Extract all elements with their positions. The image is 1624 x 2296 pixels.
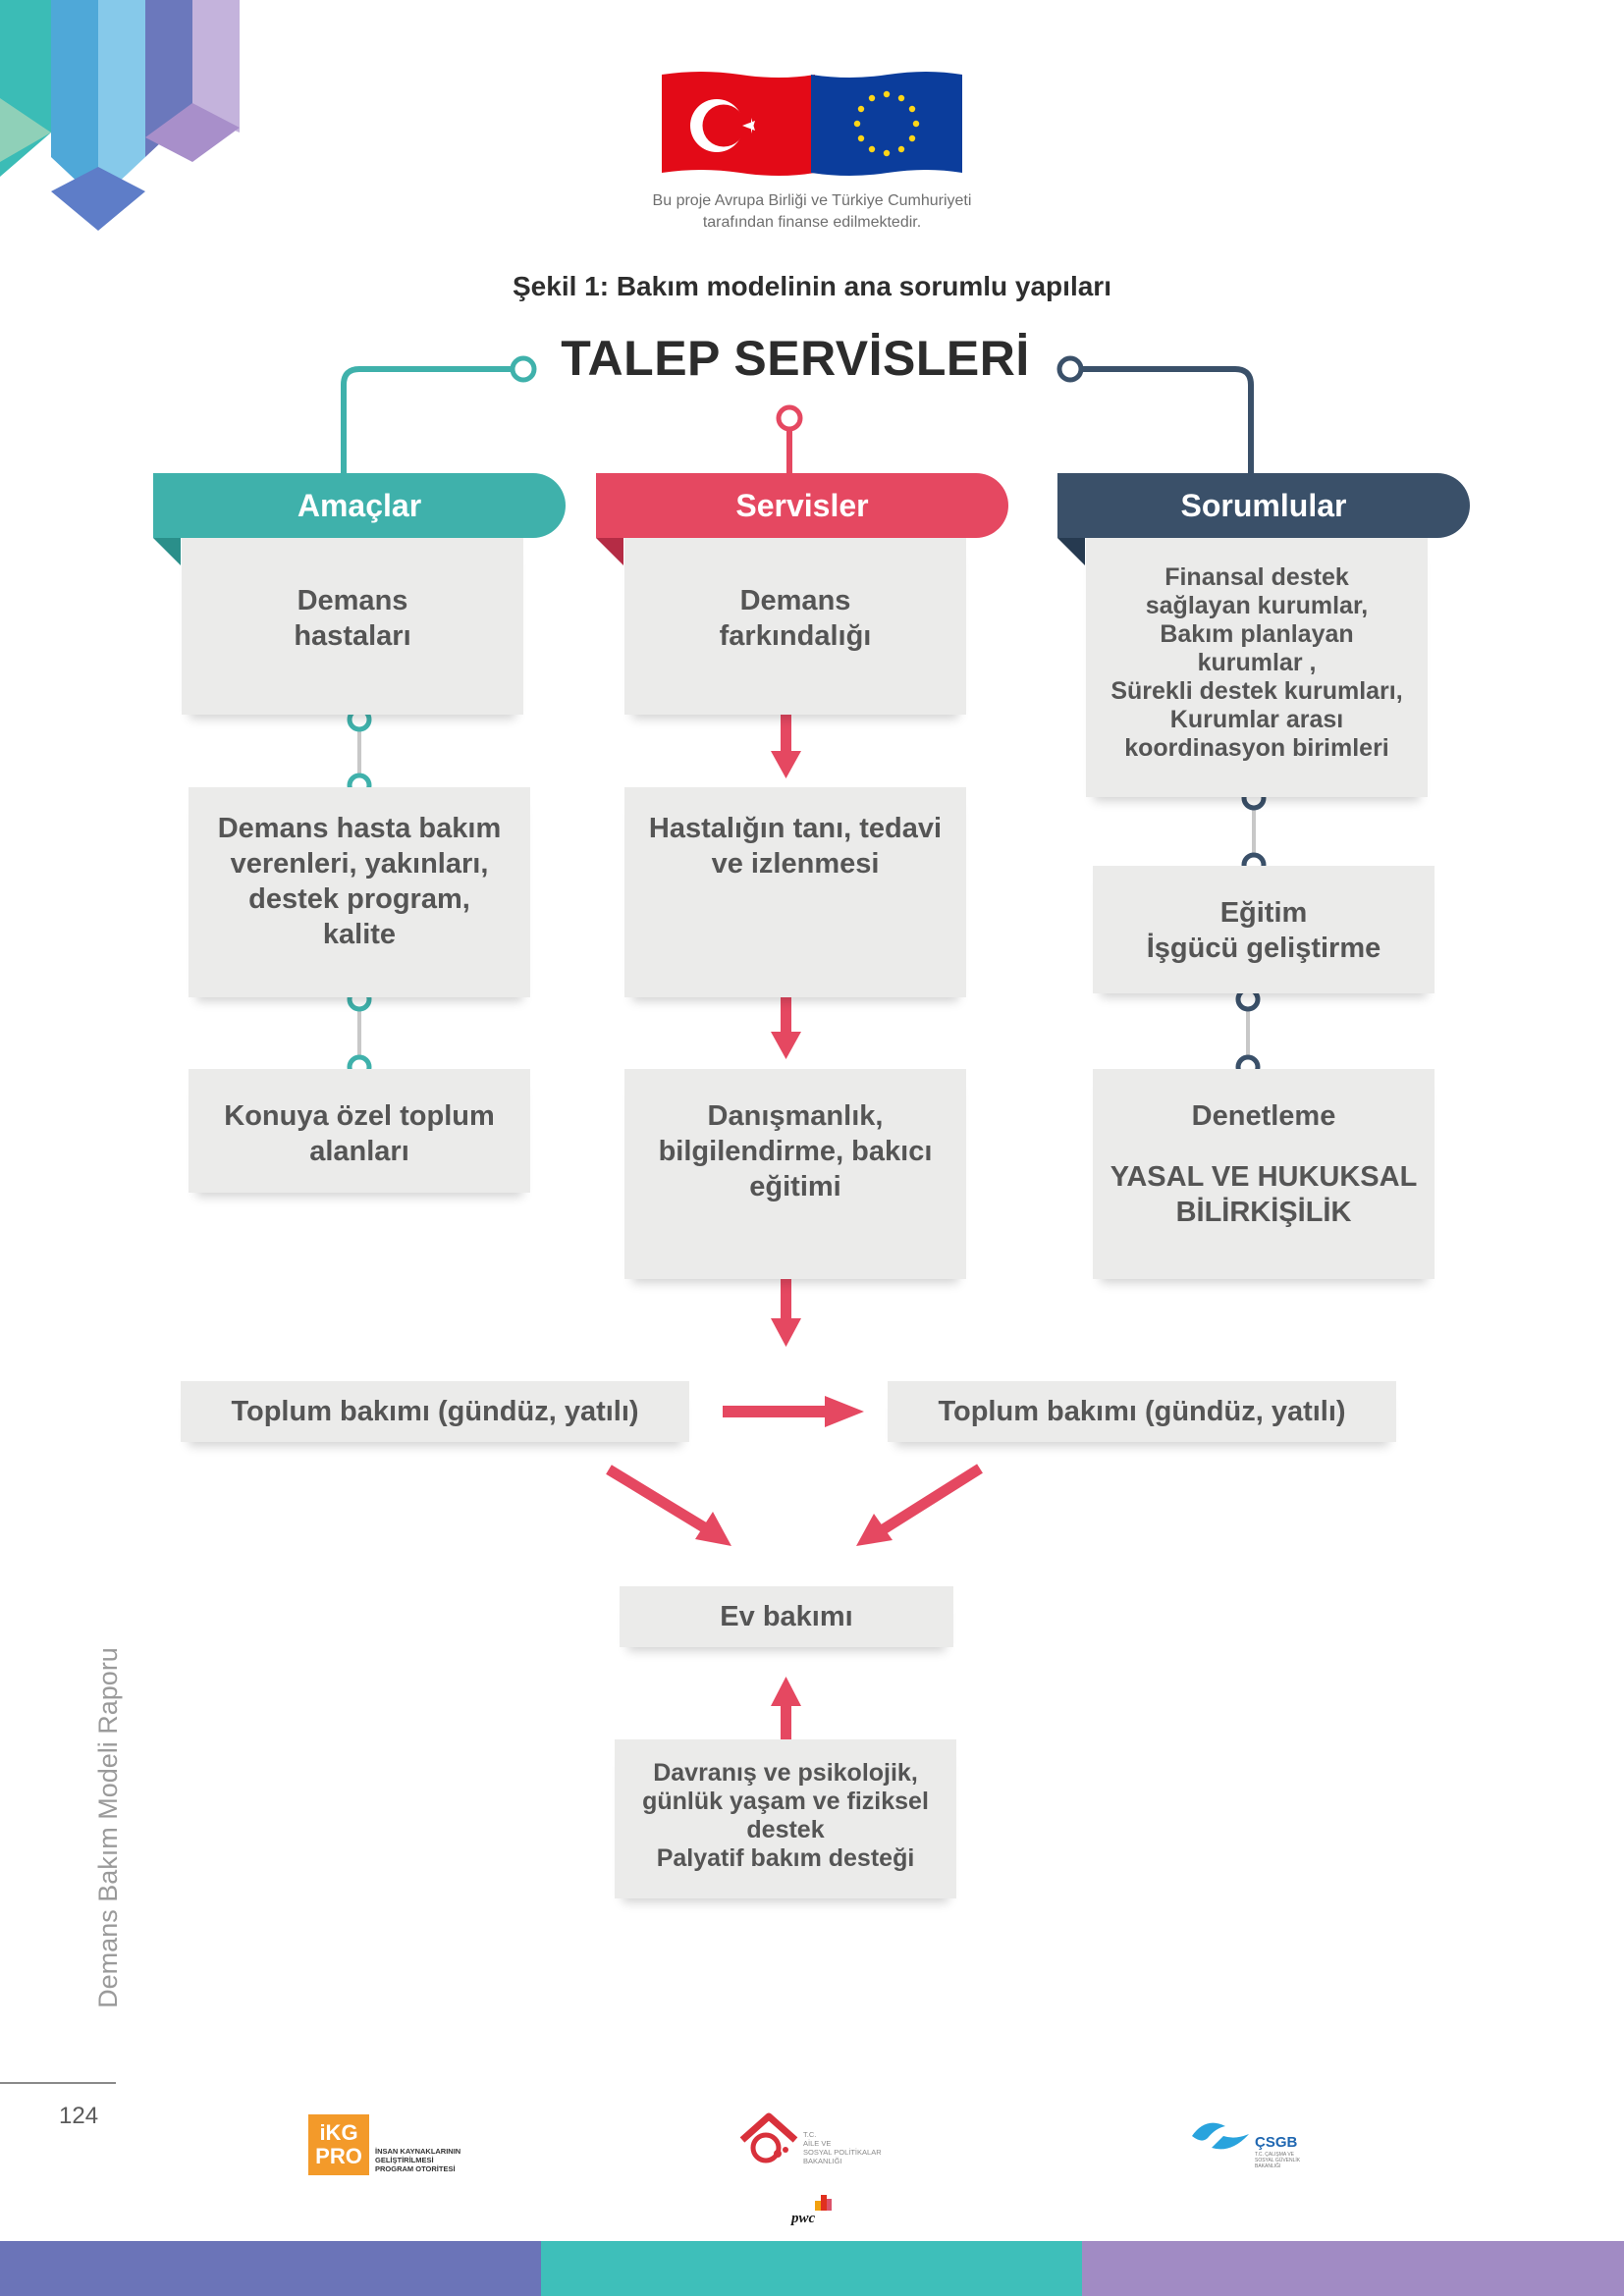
- pill-ev-bakimi: Ev bakımı: [620, 1586, 953, 1647]
- ikg-logo-line: PRO: [315, 2144, 362, 2168]
- box-line: Konuya özel toplum: [224, 1100, 495, 1132]
- csgb-caption-line: SOSYAL GÜVENLİK: [1255, 2158, 1301, 2163]
- box-demans-farkindaligi: Demans farkındalığı: [624, 538, 966, 715]
- aile-caption-line: T.C.: [803, 2130, 817, 2139]
- box-demans-hastalari: Demans hastaları: [182, 538, 523, 715]
- connector-node-red-top: [776, 404, 803, 432]
- box-line: ve izlenmesi: [711, 848, 880, 880]
- box-line: koordinasyon birimleri: [1124, 734, 1389, 762]
- box-line: Demans hasta bakım: [217, 813, 502, 844]
- pwc-logo-text: pwc: [791, 2211, 816, 2226]
- connector-node-teal-top: [510, 355, 537, 383]
- box-line: Eğitim: [1219, 897, 1308, 929]
- pwc-mark: [815, 2195, 832, 2211]
- footer-bar-teal: [541, 2241, 1082, 2296]
- box-line: Hastalığın tanı, tedavi: [648, 813, 943, 844]
- aile-caption-line: BAKANLIĞI: [803, 2157, 842, 2165]
- header-servisler: Servisler: [596, 473, 1008, 538]
- box-line: hastaları: [294, 620, 411, 652]
- box-line: Denetleme: [1191, 1100, 1336, 1132]
- box-line: YASAL VE HUKUKSAL: [1110, 1161, 1418, 1193]
- box-line: Demans: [297, 585, 408, 616]
- corner-decoration: [0, 0, 240, 231]
- box-line: alanları: [309, 1136, 409, 1167]
- box-line: Palyatif bakım desteği: [656, 1844, 915, 1872]
- header-amaclar-label: Amaçlar: [297, 487, 422, 523]
- box-line: kurumlar ,: [1197, 649, 1317, 676]
- csgb-logo-text: ÇSGB: [1255, 2134, 1298, 2151]
- diagram-title: TALEP SERVİSLERİ: [561, 331, 1030, 386]
- box-finansal-destek: Finansal destek sağlayan kurumlar, Bakım…: [1086, 538, 1428, 797]
- box-line: Kurumlar arası: [1169, 706, 1344, 733]
- box-bakim-verenleri: Demans hasta bakım verenleri, yakınları,…: [189, 787, 530, 997]
- eu-funding-caption: Bu proje Avrupa Birliği ve Türkiye Cumhu…: [589, 190, 1035, 234]
- ikg-caption-line: İNSAN KAYNAKLARININ: [375, 2147, 461, 2156]
- aile-caption-line: AİLE VE: [803, 2139, 832, 2148]
- csgb-caption-line: T.C. ÇALIŞMA VE: [1255, 2152, 1295, 2158]
- box-line: Danışmanlık,: [707, 1100, 884, 1132]
- ikg-caption: İNSAN KAYNAKLARININ GELİŞTİRİLMESİ PROGR…: [375, 2147, 493, 2173]
- eu-caption-line1: Bu proje Avrupa Birliği ve Türkiye Cumhu…: [652, 192, 972, 209]
- box-line: destek: [746, 1816, 825, 1843]
- ikg-logo-line: iKG: [319, 2120, 358, 2145]
- box-line: Bakım planlayan: [1160, 620, 1354, 648]
- footer-bar-purple: [1082, 2241, 1624, 2296]
- box-line: farkındalığı: [719, 620, 872, 652]
- box-egitim: Eğitim İşgücü geliştirme: [1093, 866, 1435, 993]
- footer-bar-blue: [0, 2241, 541, 2296]
- csgb-caption-line: BAKANLIĞI: [1255, 2163, 1281, 2169]
- box-line: günlük yaşam ve fiziksel: [642, 1788, 929, 1815]
- figure-caption: Şekil 1: Bakım modelinin ana sorumlu yap…: [513, 271, 1111, 301]
- report-title-vertical: Demans Bakım Modeli Raporu: [93, 1647, 123, 2008]
- turkish-flag: [662, 72, 815, 176]
- box-line: İşgücü geliştirme: [1146, 933, 1381, 964]
- page-number: 124: [59, 2103, 99, 2129]
- eu-flag: [811, 72, 962, 176]
- header-servisler-label: Servisler: [735, 487, 869, 523]
- csgb-logo: [1192, 2122, 1249, 2150]
- eu-caption-line2: tarafından finanse edilmektedir.: [702, 214, 922, 231]
- aile-caption-line: SOSYAL POLİTİKALAR: [803, 2148, 882, 2157]
- box-line: Sürekli destek kurumları,: [1110, 677, 1403, 705]
- box-line: Finansal destek: [1164, 563, 1349, 591]
- box-line: Demans: [739, 585, 851, 616]
- ikg-caption-line: PROGRAM OTORİTESİ: [375, 2164, 456, 2173]
- aile-caption: T.C. AİLE VE SOSYAL POLİTİKALAR BAKANLIĞ…: [803, 2130, 901, 2165]
- box-line: destek program,: [248, 883, 470, 915]
- box-line: kalite: [322, 919, 397, 950]
- connector-node-navy-top: [1056, 355, 1084, 383]
- box-tani-tedavi: Hastalığın tanı, tedavi ve izlenmesi: [624, 787, 966, 997]
- box-toplum-alanlari: Konuya özel toplum alanları: [189, 1069, 530, 1193]
- csgb-caption: T.C. ÇALIŞMA VE SOSYAL GÜVENLİK BAKANLIĞ…: [1255, 2152, 1314, 2169]
- header-amaclar: Amaçlar: [153, 473, 566, 538]
- header-sorumlular-label: Sorumlular: [1180, 487, 1347, 523]
- header-sorumlular: Sorumlular: [1057, 473, 1470, 538]
- box-line: eğitimi: [749, 1171, 841, 1202]
- aile-bakanligi-logo: [739, 2112, 798, 2163]
- ikg-pro-logo: iKG PRO: [308, 2114, 369, 2175]
- pill-toplum-bakimi-right: Toplum bakımı (gündüz, yatılı): [888, 1381, 1396, 1442]
- box-line: BİLİRKİŞİLİK: [1175, 1197, 1352, 1228]
- box-line: sağlayan kurumlar,: [1145, 592, 1369, 619]
- box-line: Davranış ve psikolojik,: [653, 1759, 918, 1787]
- sidebar-divider: [0, 2082, 116, 2084]
- box-danismanlik: Danışmanlık, bilgilendirme, bakıcı eğiti…: [624, 1069, 966, 1279]
- box-destek: Davranış ve psikolojik, günlük yaşam ve …: [615, 1739, 956, 1898]
- box-line: bilgilendirme, bakıcı: [658, 1136, 933, 1167]
- box-line: verenleri, yakınları,: [230, 848, 489, 880]
- box-denetleme: Denetleme YASAL VE HUKUKSAL BİLİRKİŞİLİK: [1093, 1069, 1435, 1279]
- ikg-caption-line: GELİŞTİRİLMESİ: [375, 2156, 434, 2164]
- pill-toplum-bakimi-left: Toplum bakımı (gündüz, yatılı): [181, 1381, 689, 1442]
